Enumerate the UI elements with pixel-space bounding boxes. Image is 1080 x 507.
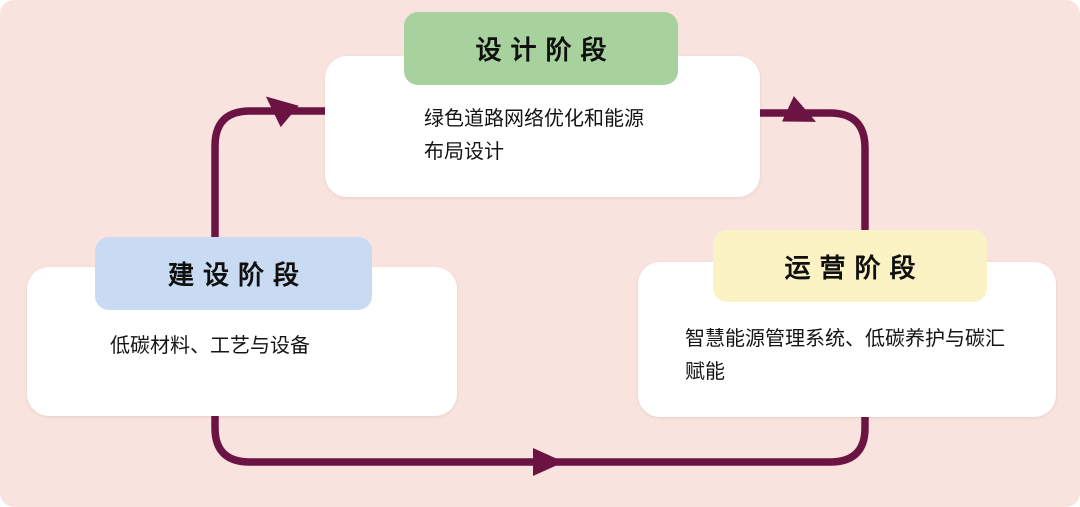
construction-phase-header: 建设阶段: [95, 237, 372, 310]
design-phase-header: 设计阶段: [404, 12, 678, 85]
design-phase-description: 绿色道路网络优化和能源 布局设计: [424, 106, 644, 163]
construction-phase-card: 建设阶段 低碳材料、工艺与设备: [27, 237, 457, 416]
operation-phase-header: 运营阶段: [713, 230, 987, 302]
design-phase-card: 设计阶段 绿色道路网络优化和能源 布局设计: [325, 12, 760, 197]
operation-phase-card: 运营阶段 智慧能源管理系统、低碳养护与碳汇 赋能: [638, 230, 1056, 417]
arrowhead-right-top-icon: [782, 96, 817, 122]
operation-phase-description: 智慧能源管理系统、低碳养护与碳汇 赋能: [685, 326, 1005, 383]
operation-phase-title: 运营阶段: [784, 253, 925, 284]
construction-phase-description: 低碳材料、工艺与设备: [110, 333, 310, 357]
construction-phase-title: 建设阶段: [167, 261, 308, 291]
connector-design-operation: [759, 109, 869, 240]
connector-design-construction: [211, 107, 326, 252]
arrowhead-upleft-icon: [265, 96, 299, 128]
design-phase-title: 设计阶段: [475, 36, 616, 66]
arrowhead-right-bottom-icon: [533, 448, 564, 476]
